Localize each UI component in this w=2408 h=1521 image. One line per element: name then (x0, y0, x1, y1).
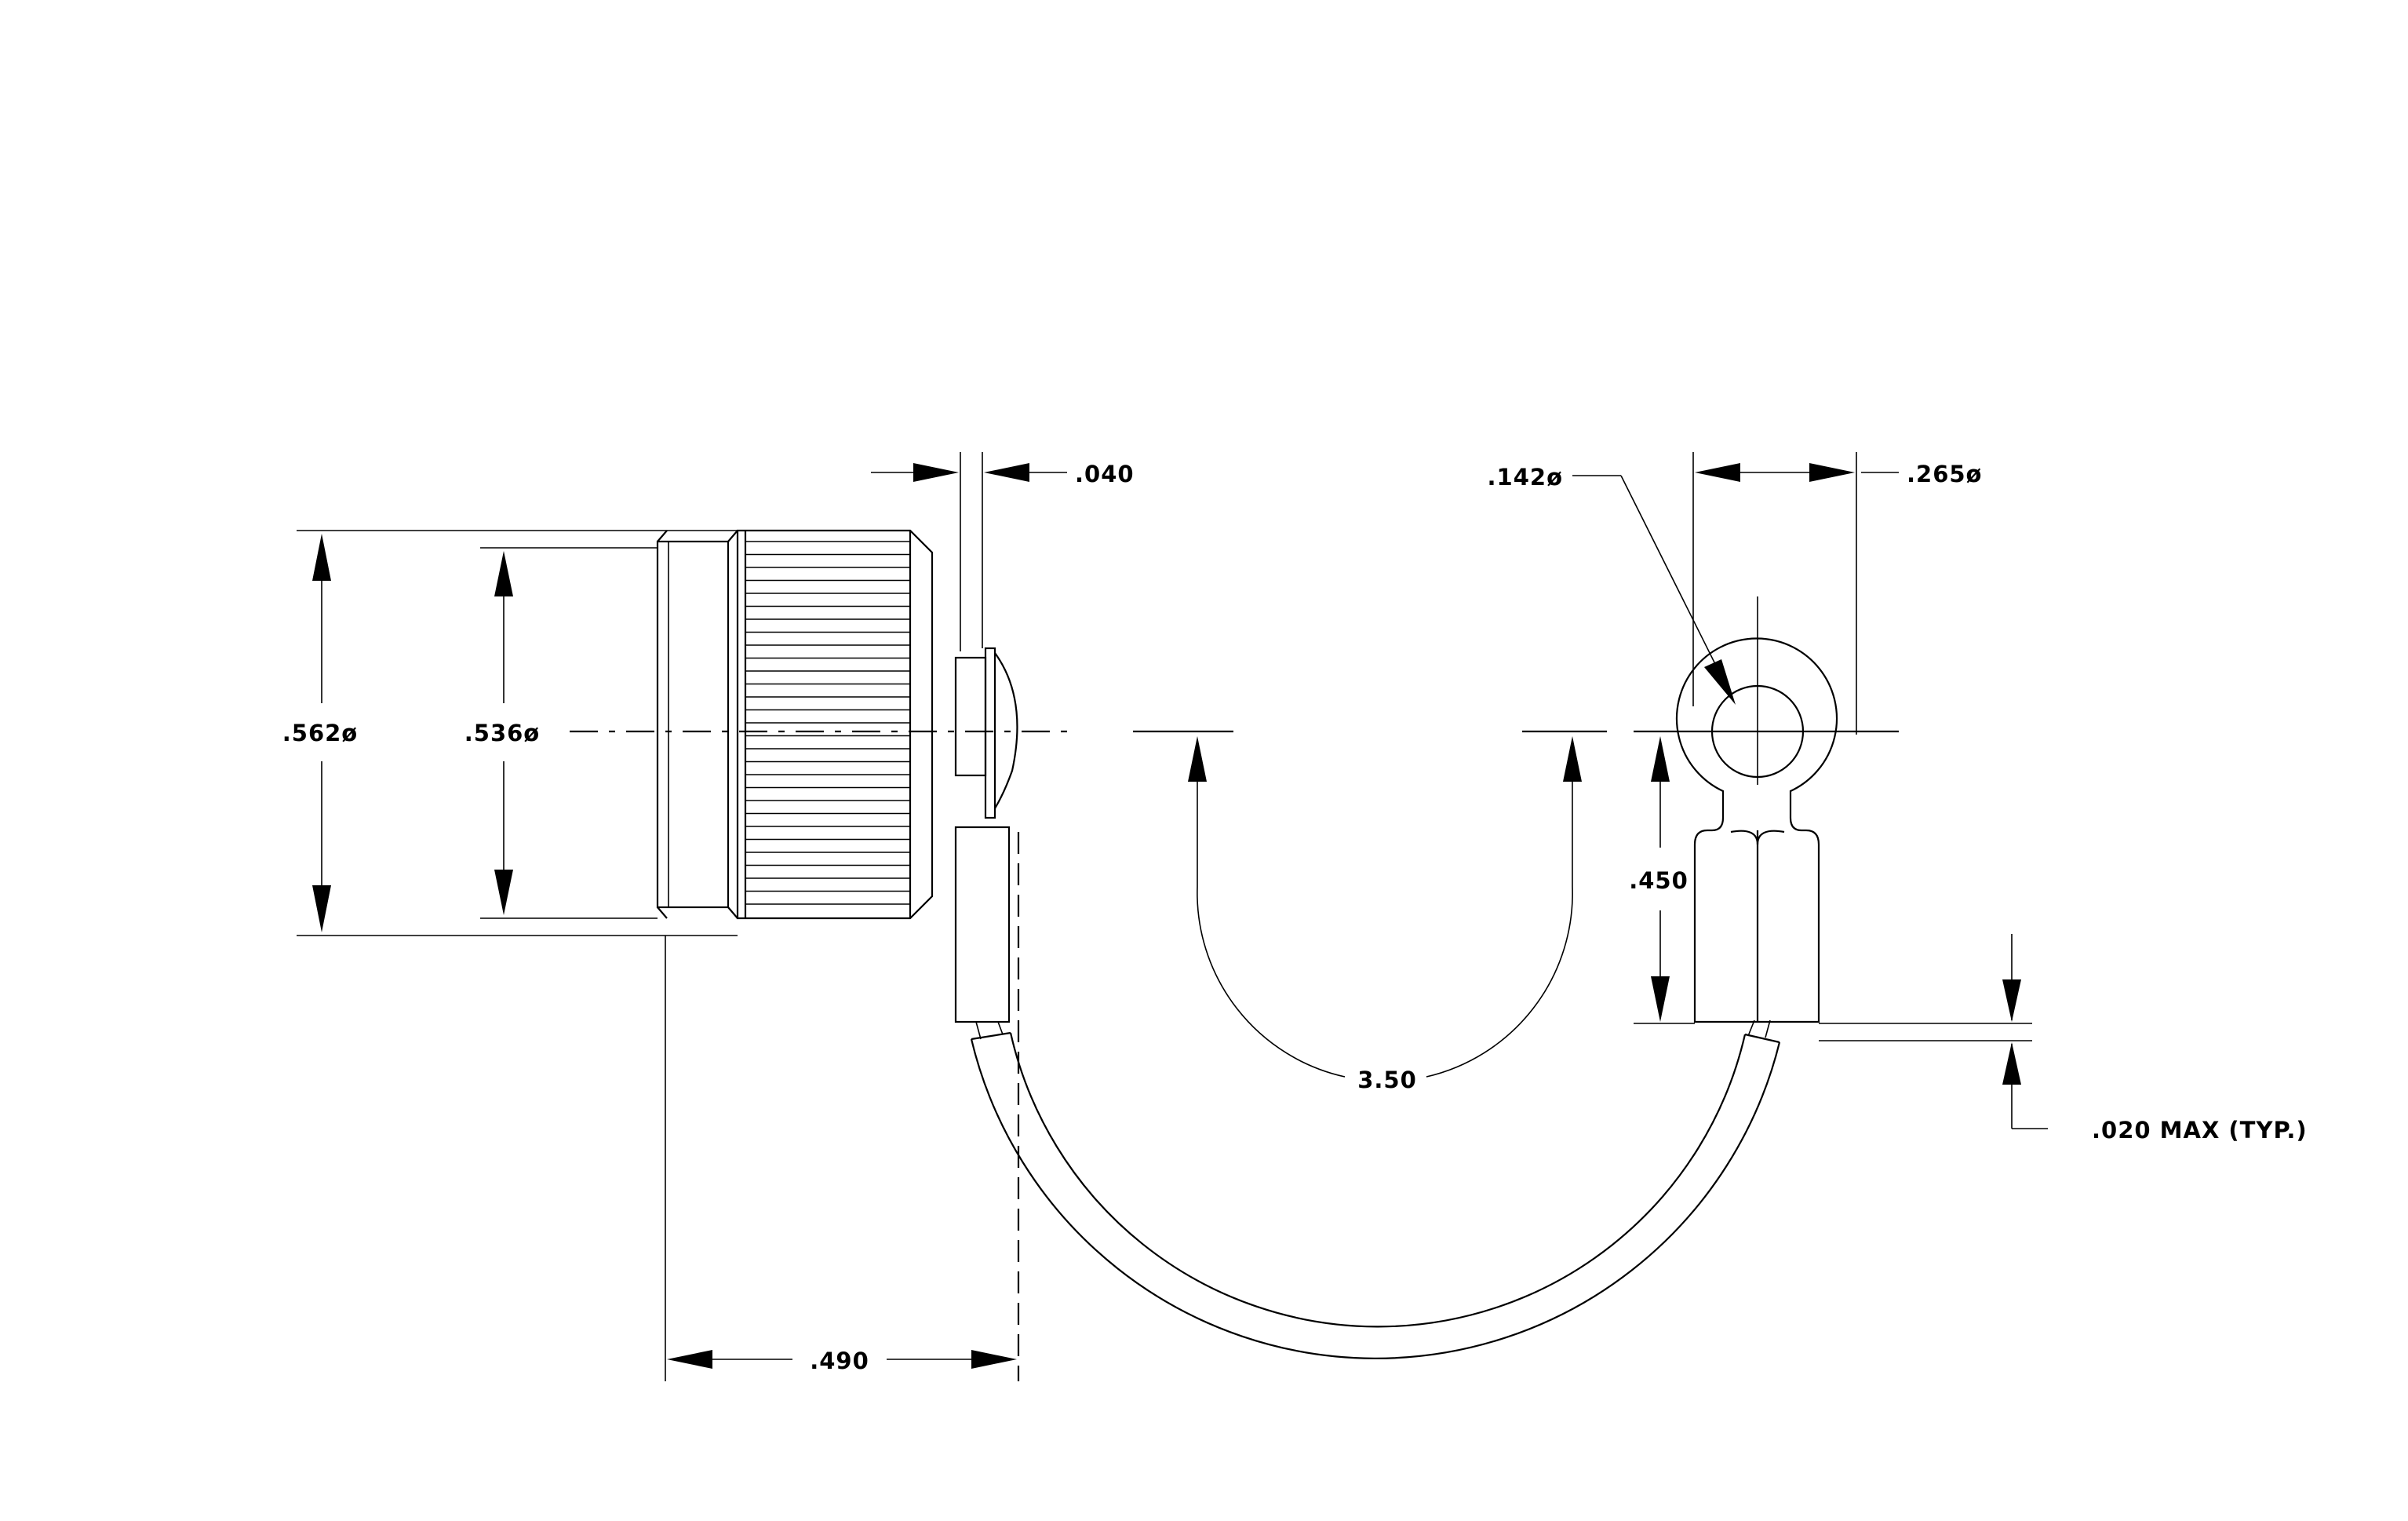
dim-490: .490 (665, 936, 1017, 1381)
center-lines (570, 730, 1899, 1381)
lanyard-washer (954, 647, 1018, 1023)
dim-562-diameter: .562ø (282, 530, 738, 936)
connector-cap-body (656, 530, 738, 919)
dim-450-label: .450 (1629, 867, 1689, 894)
dim-142-label: .142ø (1488, 464, 1563, 491)
dim-490-label: .490 (810, 1348, 869, 1374)
dim-020-max: .020 MAX (TYP.) (1819, 934, 2308, 1143)
ring-terminal (1675, 596, 1838, 1023)
dim-350-label: 3.50 (1357, 1067, 1417, 1093)
dim-040-label: .040 (1075, 461, 1135, 487)
knurled-sleeve (736, 529, 934, 920)
dim-265-diameter: .265ø (1692, 452, 1982, 735)
dim-350-cord-length: 3.50 (1188, 736, 1582, 1093)
dim-536-diameter: .536ø (464, 547, 658, 919)
dim-265-label: .265ø (1907, 461, 1982, 487)
dim-536-label: .536ø (464, 720, 540, 746)
dim-450: .450 (1629, 736, 1695, 1024)
dim-020-label: .020 MAX (TYP.) (2092, 1117, 2308, 1143)
dim-040: .040 (871, 452, 1135, 651)
lanyard-cord (970, 1019, 1781, 1359)
dim-562-label: .562ø (282, 720, 358, 746)
dim-142-diameter: .142ø (1488, 464, 1736, 705)
